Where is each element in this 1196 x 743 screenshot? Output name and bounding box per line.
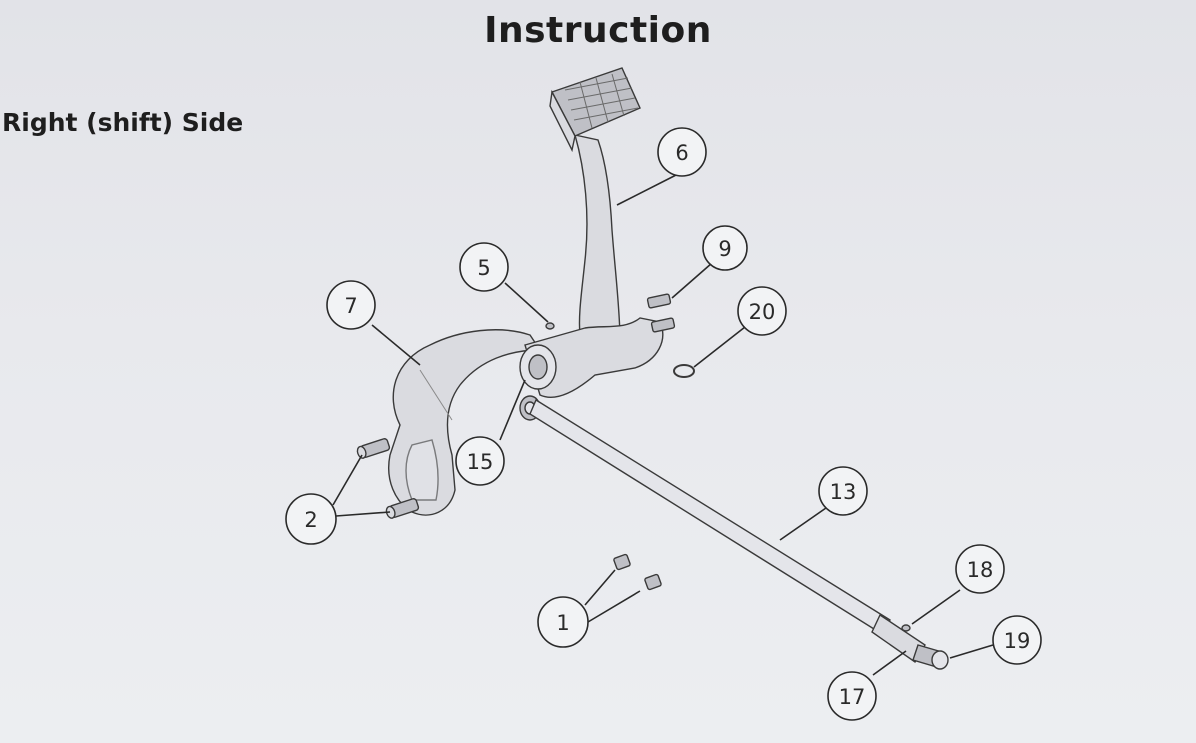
part-shift-rod (529, 398, 891, 635)
callout-18: 18 (955, 544, 1005, 594)
callout-15: 15 (455, 436, 505, 486)
svg-text:2: 2 (304, 508, 317, 532)
svg-text:7: 7 (344, 294, 357, 318)
callout-19: 19 (992, 615, 1042, 665)
callout-1: 1 (537, 596, 589, 648)
part-pivot-hub (519, 317, 664, 398)
svg-text:15: 15 (467, 450, 494, 474)
section-subtitle: Right (shift) Side (2, 108, 244, 137)
callout-9: 9 (702, 225, 748, 271)
svg-text:19: 19 (1004, 629, 1031, 653)
callout-7: 7 (326, 280, 376, 330)
page-title: Instruction (484, 10, 712, 51)
svg-text:17: 17 (839, 685, 866, 709)
part-shift-lever (549, 67, 641, 341)
svg-text:20: 20 (749, 300, 776, 324)
part-mount-bracket (388, 329, 542, 516)
svg-text:1: 1 (556, 611, 569, 635)
part-clevis (646, 293, 676, 333)
part-studs (356, 438, 420, 519)
part-rod-end-assembly (871, 613, 949, 670)
callout-20: 20 (737, 286, 787, 336)
exploded-parts-diagram: 6 5 7 9 20 15 2 13 1 18 17 19 (285, 67, 1042, 721)
callout-6: 6 (657, 127, 707, 177)
callout-17: 17 (827, 671, 877, 721)
callout-13: 13 (818, 466, 868, 516)
callout-2: 2 (285, 493, 337, 545)
callout-5: 5 (459, 242, 509, 292)
svg-text:5: 5 (477, 256, 490, 280)
svg-text:9: 9 (718, 237, 731, 261)
leader-lines (332, 171, 994, 676)
svg-text:13: 13 (830, 480, 857, 504)
svg-text:6: 6 (675, 141, 688, 165)
part-o-ring (673, 364, 695, 378)
part-nuts (613, 553, 662, 591)
svg-text:18: 18 (967, 558, 994, 582)
